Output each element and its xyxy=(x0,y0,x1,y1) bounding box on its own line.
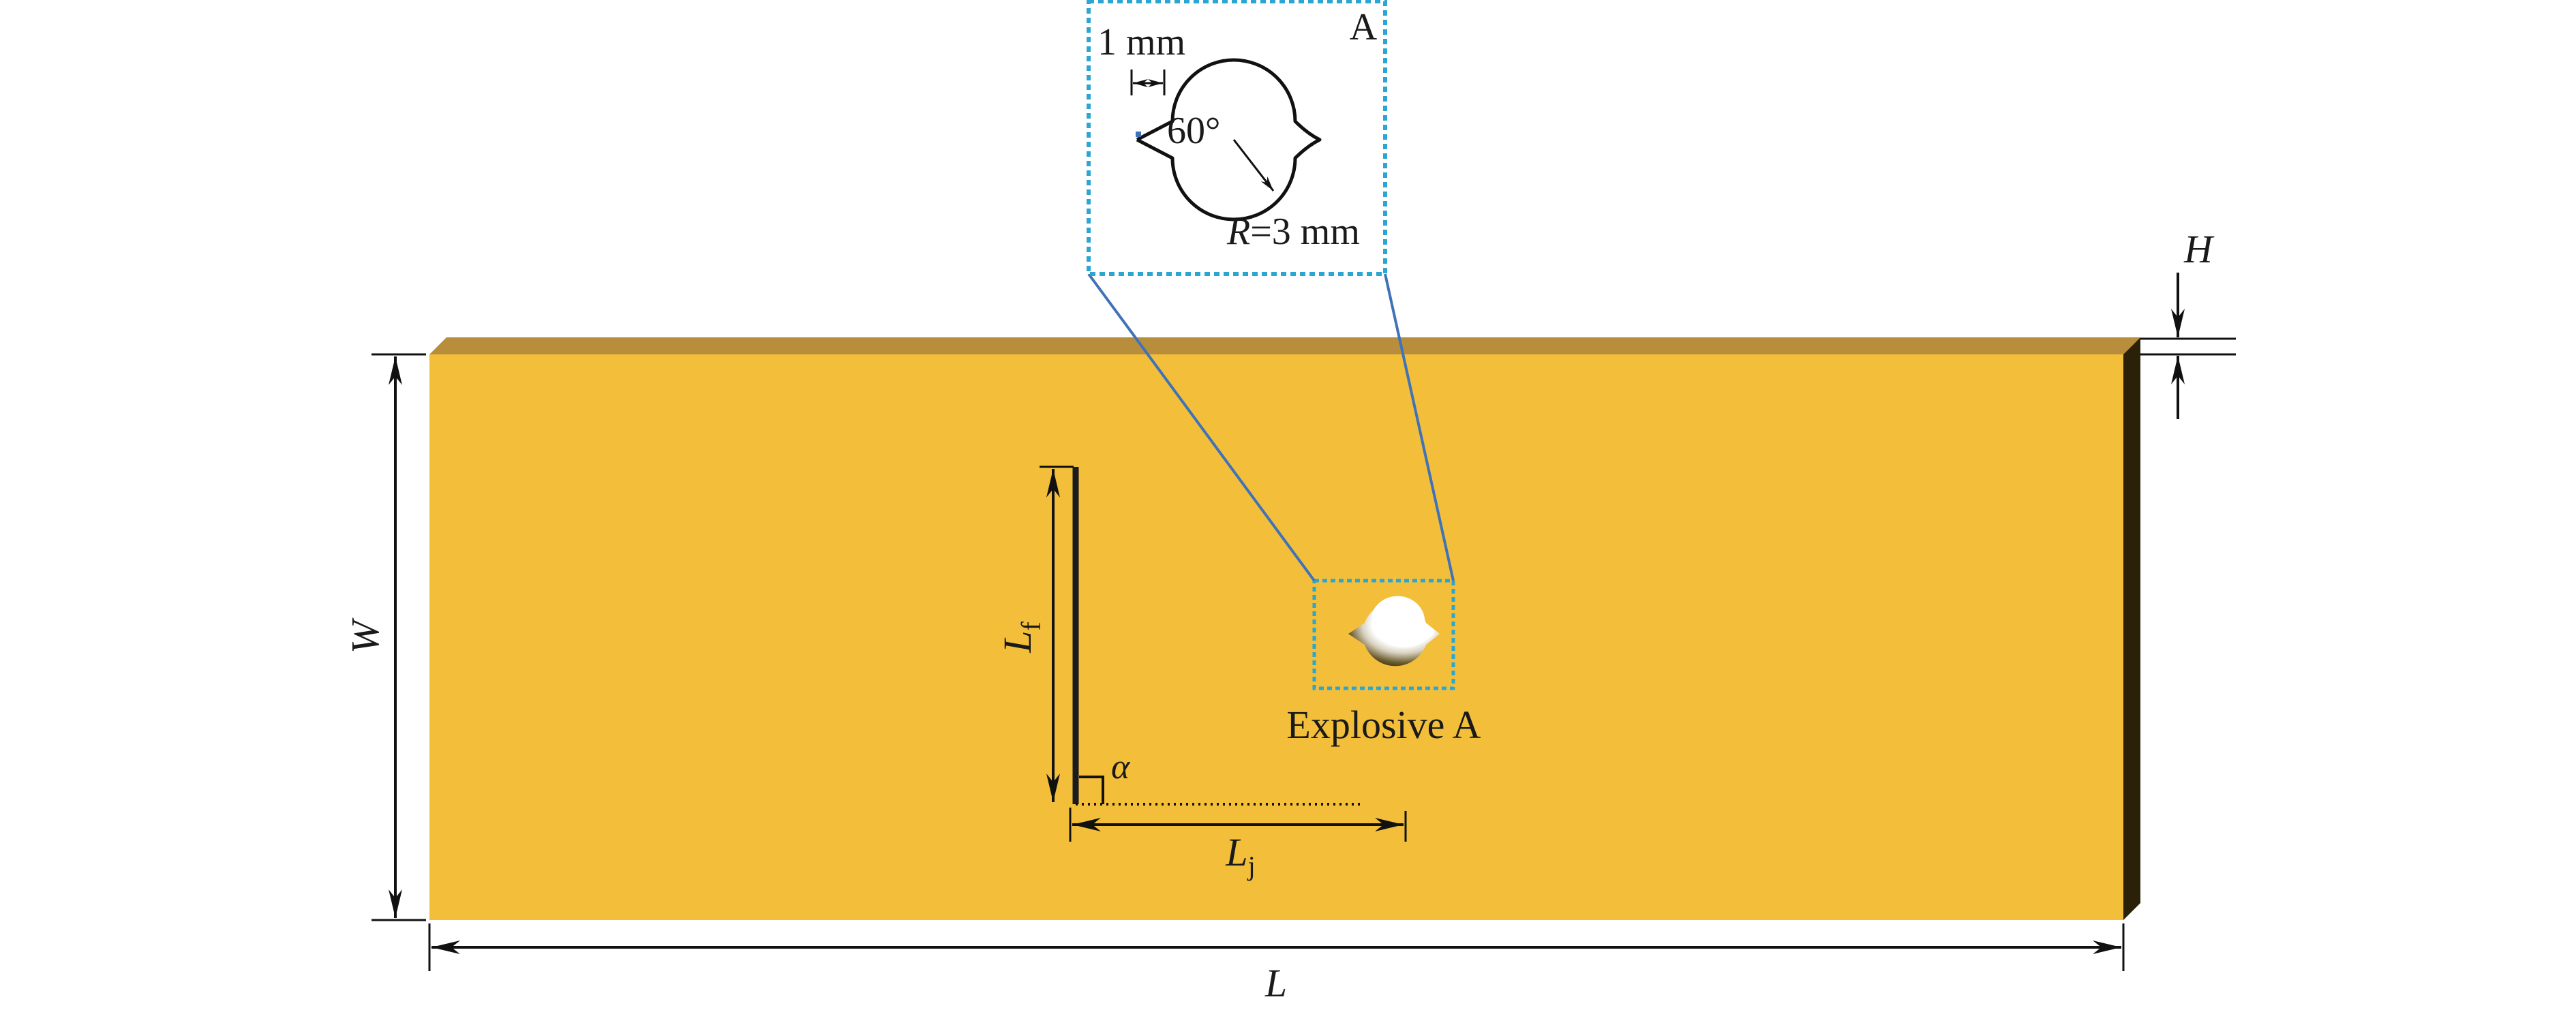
detail-leaders xyxy=(1087,273,1455,582)
angle-label: α xyxy=(1111,748,1131,786)
plate-face xyxy=(429,354,2123,920)
radius-leader xyxy=(1232,139,1275,192)
notch-angle-label: 60° xyxy=(1167,110,1220,152)
width-dimension: W xyxy=(343,353,426,921)
thickness-label: H xyxy=(2183,227,2215,271)
leader-right xyxy=(1384,273,1455,581)
notch-tip-marker xyxy=(1136,132,1141,137)
plate-top-edge xyxy=(429,337,2140,354)
thickness-dimension: H xyxy=(2140,227,2236,419)
explosive-detail-box xyxy=(1312,579,1455,690)
detail-view-a: A 1 mm 60° R=3 mm xyxy=(1087,0,1387,276)
gap-dim-label: 1 mm xyxy=(1097,21,1185,63)
notched-borehole-icon xyxy=(1348,596,1440,667)
crack-length-label: Lf xyxy=(995,622,1046,654)
explosive-hole: Explosive A xyxy=(1286,579,1481,747)
detail-id-label: A xyxy=(1350,6,1378,48)
notched-circle-outline xyxy=(1136,58,1322,221)
length-label: L xyxy=(1264,961,1287,1005)
plate xyxy=(429,337,2140,920)
borehole-highlight xyxy=(1372,596,1434,647)
right-angle-marker xyxy=(1079,776,1104,804)
joint-length-label: Lj xyxy=(1225,830,1255,881)
leader-left xyxy=(1087,273,1316,582)
width-label: W xyxy=(343,617,387,654)
plate-side-edge xyxy=(2123,337,2140,920)
radius-label: R=3 mm xyxy=(1226,211,1360,253)
length-dimension: L xyxy=(428,923,2125,1005)
explosive-label: Explosive A xyxy=(1286,703,1481,747)
crack-assembly: Lf α Lj xyxy=(995,465,1407,881)
